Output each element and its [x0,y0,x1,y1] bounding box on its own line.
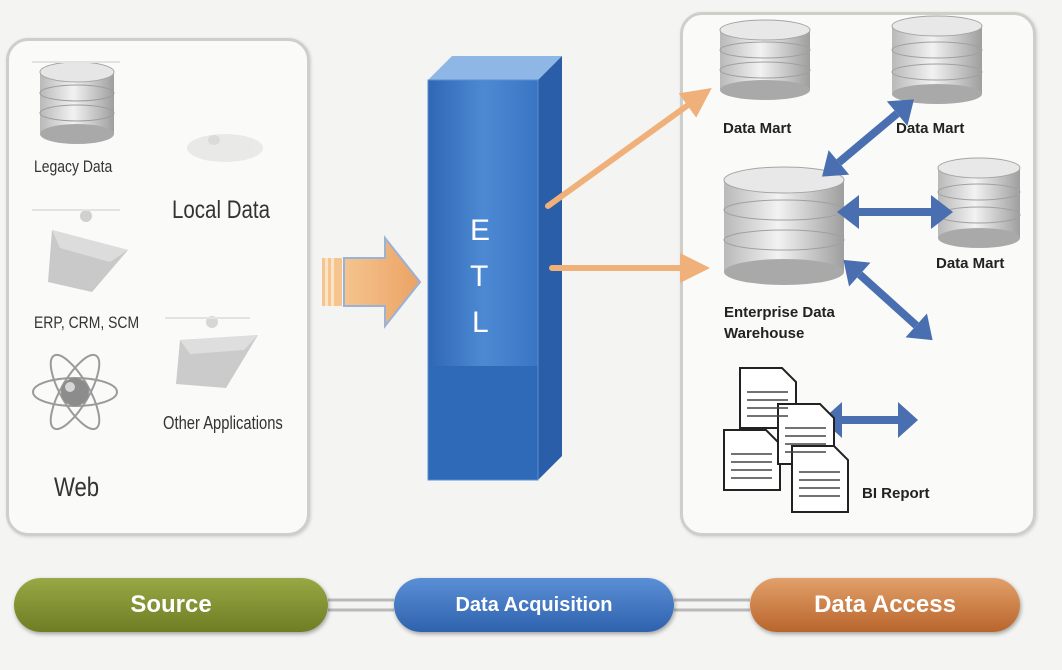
stage-connectors [328,598,750,612]
stage-acquisition-label: Data Acquisition [455,593,613,616]
edw-label-line2: Warehouse [724,325,805,342]
other-applications-label: Other Applications [163,413,283,433]
etl-column [427,56,562,481]
other-applications-icon [176,316,258,388]
edw-datamart-link-arrows [822,99,953,438]
local-data-label: Local Data [172,196,271,224]
erp-icon [48,210,128,292]
source-to-etl-arrow [322,235,422,329]
stage-source-label: Source [130,591,212,618]
datamart-label-2: Data Mart [896,120,965,137]
etl-output-arrows [545,87,712,283]
etl-letter-e: E [470,214,491,247]
datamart-database-icon-1 [719,19,811,100]
stage-access-pill: Data Access [750,578,1020,632]
etl-letter-l: L [472,306,489,339]
stage-acquisition-pill: Data Acquisition [394,578,674,632]
enterprise-warehouse-database-icon [723,166,845,285]
stage-access-label: Data Access [814,591,956,618]
datamart-database-icon-2 [891,15,983,104]
bi-report-documents-icon [723,367,849,513]
datamart-label-3: Data Mart [936,255,1005,272]
legacy-data-label: Legacy Data [34,157,113,176]
datamart-database-icon-3 [937,157,1021,248]
bi-report-label: BI Report [862,485,930,502]
stage-source-pill: Source [14,578,328,632]
local-data-icon [187,134,263,162]
source-separators [32,61,250,319]
web-globe-icon [32,353,118,431]
legacy-database-icon [39,61,115,144]
edw-label-line1: Enterprise Data [724,304,835,321]
datamart-label-1: Data Mart [723,120,792,137]
erp-crm-scm-label: ERP, CRM, SCM [34,313,140,332]
etl-letter-t: T [470,260,489,293]
web-label: Web [54,472,100,502]
